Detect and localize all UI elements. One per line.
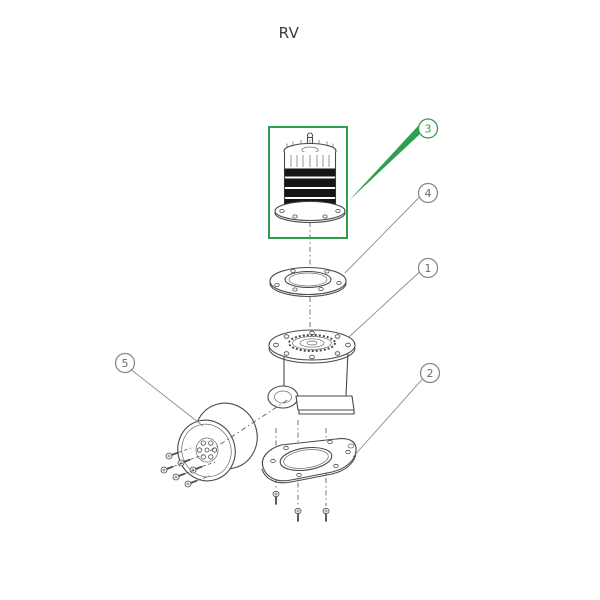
base-plate-bore: [279, 446, 333, 472]
motor-ribs: [290, 155, 330, 167]
callout-1-circle[interactable]: [417, 257, 439, 279]
callout-5[interactable]: 5: [114, 352, 136, 374]
base-plate-holes: [270, 439, 355, 478]
callout-2[interactable]: 2: [419, 362, 441, 384]
bolt: [160, 461, 187, 474]
housing-flange-holes: [273, 330, 351, 360]
motor-flange-holes: [279, 208, 341, 219]
housing-shaft-bore: [306, 340, 318, 346]
callout-3-circle[interactable]: [417, 118, 439, 139]
ring-inner: [284, 270, 332, 289]
wheel-axis-line: [209, 398, 290, 452]
screw: [322, 507, 330, 522]
selection-highlight-box: [268, 126, 348, 239]
base-screws[interactable]: [272, 490, 330, 522]
screw: [294, 507, 302, 522]
callout-1[interactable]: 1: [417, 257, 439, 279]
ring-bolt-holes: [274, 268, 342, 292]
callout-4-circle[interactable]: [417, 182, 439, 204]
callout-3[interactable]: 3: [417, 118, 439, 139]
base-plate-outline: [261, 438, 357, 482]
wheel-face-ring: [181, 423, 232, 478]
wheel-hub: [195, 437, 219, 463]
housing-foot: [295, 395, 355, 411]
callout-5-circle[interactable]: [114, 352, 136, 374]
wheel-hub-bolt-holes: [196, 440, 218, 460]
housing-foot-edge: [298, 409, 355, 415]
callout-4[interactable]: 4: [417, 182, 439, 204]
housing-snout: [267, 385, 299, 409]
motor-cap-teeth: [286, 139, 334, 148]
base-plate-bore-edge: [283, 449, 329, 469]
housing-bearing: [299, 338, 325, 348]
ring-inner-edge: [288, 272, 328, 287]
callout-3-label: 3: [425, 123, 432, 136]
callout-4-label: 4: [425, 187, 432, 200]
part-output-wheel[interactable]: [170, 395, 266, 488]
motor-flange-edge: [274, 212, 346, 224]
leader-line-2: [352, 379, 423, 458]
part-base-plate[interactable]: [261, 438, 357, 484]
part-ring-gasket[interactable]: [269, 266, 347, 298]
leader-line-3: [348, 125, 420, 201]
ring-thickness-edge: [269, 282, 347, 298]
bolt: [184, 475, 211, 488]
callout-1-label: 1: [425, 262, 432, 275]
leader-line-4: [344, 196, 420, 274]
page-title: RV: [279, 24, 300, 42]
leader-line-1: [348, 271, 420, 338]
bolt: [172, 468, 199, 481]
screw: [272, 490, 280, 505]
leader-line-5: [131, 369, 204, 427]
housing-gear-ring: [288, 334, 336, 352]
callout-5-label: 5: [122, 357, 129, 370]
callout-2-label: 2: [427, 367, 434, 380]
part-gear-housing[interactable]: [267, 329, 356, 415]
bolt: [165, 447, 192, 460]
housing-flange-edge: [268, 347, 356, 364]
base-plate-thickness: [261, 452, 357, 484]
housing-snout-bore: [274, 390, 292, 404]
wheel-mounting-bolts[interactable]: [160, 447, 216, 488]
part-motor-assembly[interactable]: [274, 132, 346, 224]
motor-flange: [274, 200, 346, 222]
motor-brake-bands: [284, 168, 336, 205]
housing-gear-inner: [292, 336, 332, 350]
callout-2-circle[interactable]: [419, 362, 441, 384]
